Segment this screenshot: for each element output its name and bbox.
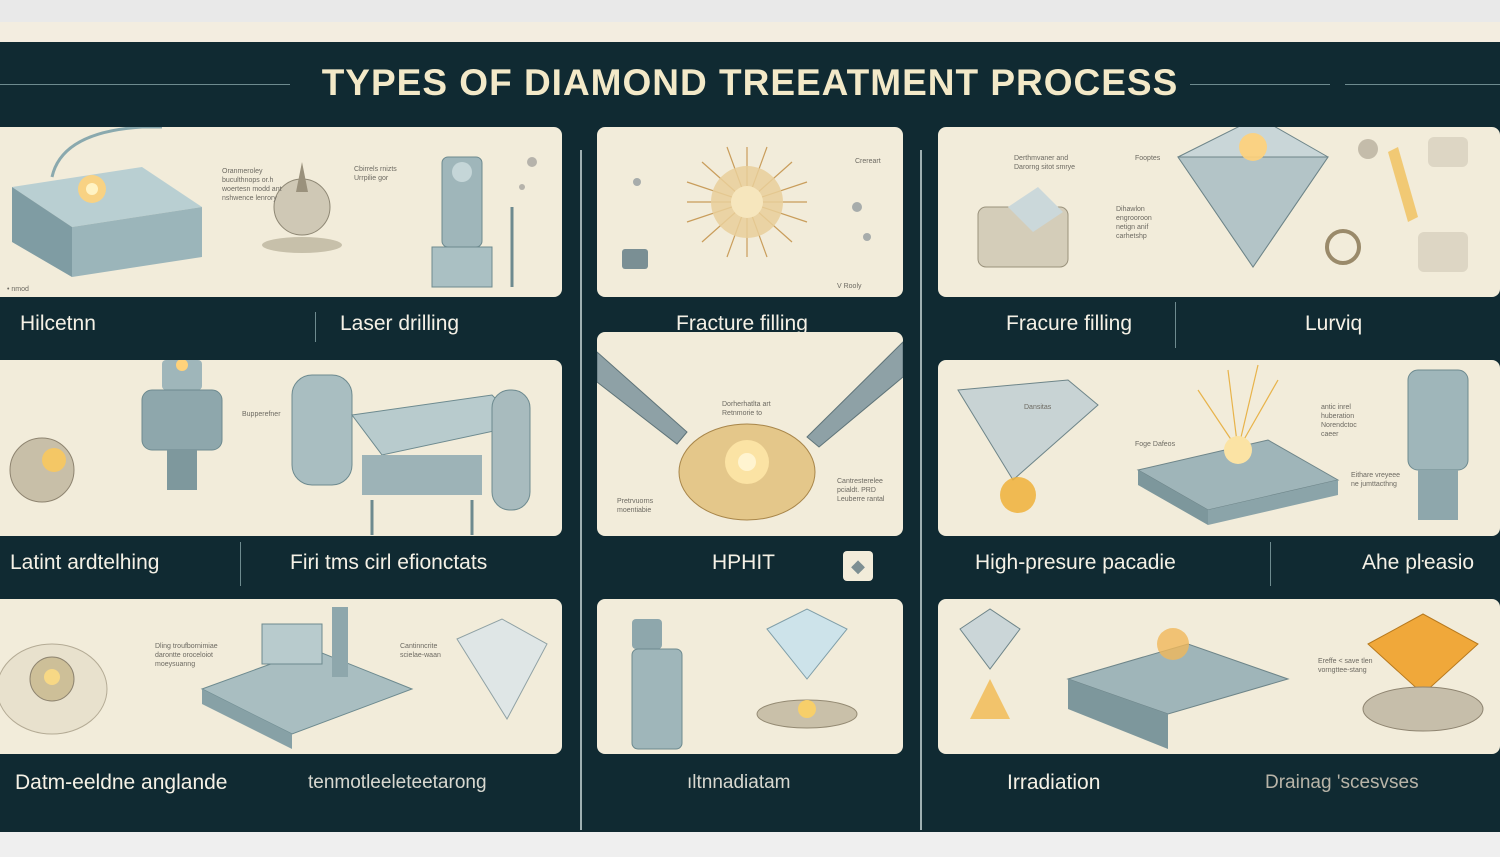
coating-machines-illustration — [0, 607, 548, 749]
label-r1-left-b: Laser drilling — [340, 312, 460, 335]
label-r1-left-a: Hilcetnn — [20, 312, 96, 335]
annotation: V Rooly — [837, 283, 862, 290]
panel-coating: Dling troufbornimiae darontte oroceloiot… — [0, 599, 562, 754]
label-r1-right-b: Lurviq — [1305, 312, 1363, 335]
furnace-illustration — [12, 127, 537, 288]
annotation: Dorherhatlta art Retnmorie to — [722, 401, 771, 417]
label-r1-mid: Fracture filling — [676, 312, 808, 335]
annotation: Cantresterelee pcialdt. PRD Leuberre ran… — [837, 478, 885, 503]
annotation: Cantinncrite scielae-waan — [400, 643, 441, 659]
title-rule-right-2 — [1345, 84, 1500, 85]
annotation: Pretrvuorns moentiabie — [617, 498, 654, 514]
large-diamond-illustration — [977, 127, 1468, 272]
title-rule-right — [1190, 84, 1330, 85]
annotation: Crereart — [855, 158, 881, 165]
annotation: Foge Dafeos — [1135, 441, 1176, 448]
panel-laser-drilling: Bupperefner — [0, 360, 562, 536]
irradiation-chamber-illustration — [959, 608, 1484, 749]
laser-machines-illustration — [9, 360, 531, 535]
annotation: Dihawlon engrooroon netign anif carhetsh… — [1116, 206, 1152, 240]
panel-irradiation-right: Ereffe < save tlen vorngttee-stang — [938, 599, 1500, 754]
label-r1-right-a: Fracure filling — [1006, 312, 1133, 335]
label-r3-mid: ıltnnadiatam — [687, 772, 791, 793]
label-r2-right-a: High-presure pacadie — [975, 551, 1176, 574]
label-r2-left-a: Latint ardtelhing — [10, 551, 160, 574]
top-border — [0, 22, 1500, 42]
annotation: Cbirrels rnizts Urrpilie gor — [354, 166, 397, 182]
annotation: Fooptes — [1135, 155, 1161, 162]
panel-high-pressure: Dansitas Foge Dafeos antic inrel huberat… — [938, 360, 1500, 536]
annotation: Eithare vreyeee ne jumttacthng — [1351, 472, 1401, 488]
label-r3-right-b: Drainag 'scesvses — [1265, 772, 1419, 793]
annotation: Bupperefner — [242, 411, 281, 418]
panel-irradiation-center — [597, 599, 903, 754]
label-r2-mid: HPHIT — [712, 551, 775, 574]
panel-fracture-burst: Crereart V Rooly — [597, 127, 903, 297]
page-title: TYPES OF DIAMOND TREEATMENT PROCESS — [321, 62, 1179, 103]
infographic-poster: TYPES OF DIAMOND TREEATMENT PROCESS — [0, 22, 1500, 832]
annotation: Dansitas — [1024, 404, 1052, 411]
filling-tools-illustration — [597, 341, 903, 521]
bottom-border — [0, 832, 1500, 857]
label-r2-right-b: Ahe pŀeasio — [1362, 551, 1475, 574]
label-r3-right-a: Irradiation — [1007, 771, 1101, 794]
label-separator — [1175, 302, 1176, 348]
diamond-icon: ◆ — [843, 551, 873, 581]
annotation: Derthmvaner and Darorng sitot smrye — [1014, 155, 1076, 171]
label-r3-left-b: tenmotleeleteetarong — [308, 772, 487, 793]
panel-heat-laser: Oranmeroley buculthnops or.h woertesn mo… — [0, 127, 562, 297]
panel-diamond-laser: Derthmvaner and Darorng sitot smrye Foop… — [938, 127, 1500, 297]
column-divider — [920, 150, 922, 830]
annotation: • nmod — [7, 286, 29, 293]
label-separator — [1270, 542, 1271, 586]
label-r2-left-b: Firi tms cirl efionctats — [290, 551, 488, 574]
label-separator — [240, 542, 241, 586]
panel-fracture-filling: Dorherhatlta art Retnmorie to Pretrvuorn… — [597, 332, 903, 536]
annotation: Ereffe < save tlen vorngttee-stang — [1318, 658, 1373, 674]
annotation: Dling troufbornimiae darontte oroceloiot… — [155, 643, 218, 668]
irradiation-illustration — [631, 608, 858, 750]
hpht-illustration — [957, 364, 1469, 525]
column-divider — [580, 150, 582, 830]
annotation: Oranmeroley buculthnops or.h woertesn mo… — [222, 168, 282, 202]
diamond-burst-illustration — [622, 146, 871, 269]
annotation: antic inrel huberation Norendctoc caeer — [1321, 404, 1357, 438]
label-separator — [315, 312, 316, 342]
label-r3-left-a: Datm-eeldne anglande — [15, 771, 228, 794]
title-rule-left — [0, 84, 290, 85]
